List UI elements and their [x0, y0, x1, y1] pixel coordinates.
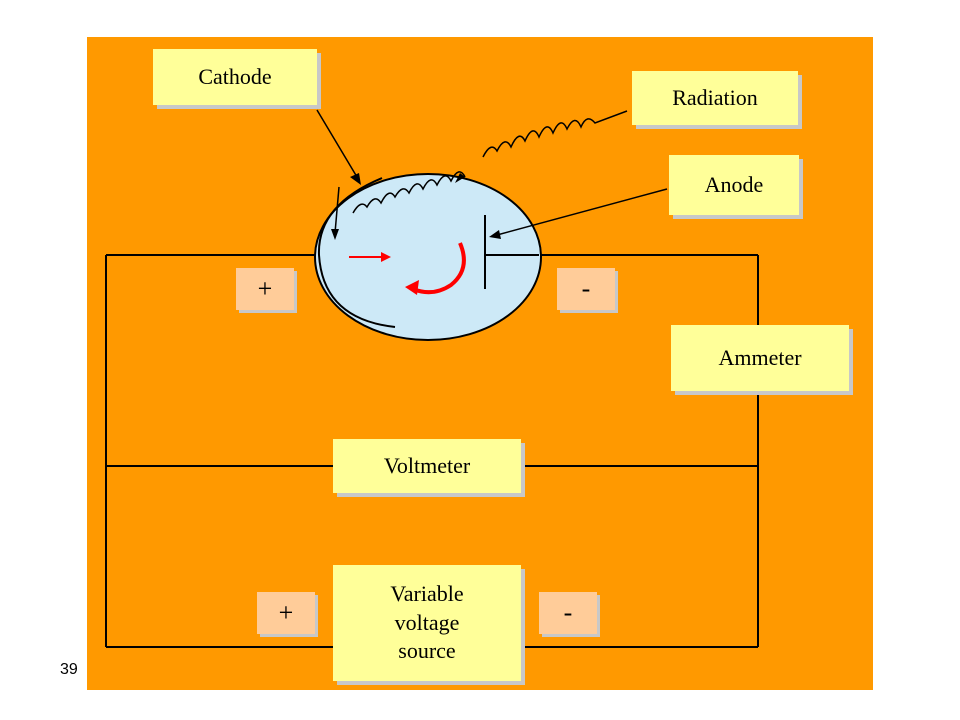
voltmeter-label: Voltmeter	[333, 439, 521, 493]
radiation-label: Radiation	[632, 71, 798, 125]
tube-plus-sign: +	[236, 268, 294, 310]
phototube-glass	[314, 173, 542, 341]
cathode-leader	[316, 109, 358, 178]
photoelectric-circuit-diagram: Cathode Radiation Anode Ammeter Voltmete…	[87, 37, 873, 690]
variable-voltage-source-label: Variable voltage source	[333, 565, 521, 681]
source-label-line-3: source	[398, 638, 456, 664]
anode-label: Anode	[669, 155, 799, 215]
source-plus-sign: +	[257, 592, 315, 634]
source-label-line-1: Variable	[390, 581, 464, 607]
cathode-label: Cathode	[153, 49, 317, 105]
radiation-wave-inner	[352, 171, 466, 214]
slide-number: 39	[60, 661, 78, 678]
radiation-wave-outer	[482, 110, 628, 158]
source-label-line-2: voltage	[394, 609, 460, 635]
source-minus-sign: -	[539, 592, 597, 634]
anode-leader	[496, 188, 668, 236]
cathode-plate	[317, 177, 396, 328]
circuit-wires	[105, 109, 759, 648]
ammeter-label: Ammeter	[671, 325, 849, 391]
electron-arrow-curved	[412, 242, 466, 295]
tube-minus-sign: -	[557, 268, 615, 310]
cathode-leader-2	[334, 186, 340, 234]
radiation-arrowhead	[455, 173, 465, 183]
